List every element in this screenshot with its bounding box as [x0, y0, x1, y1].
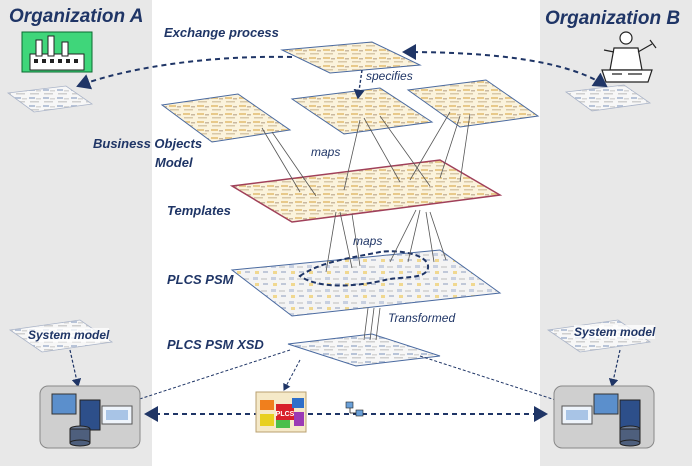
business-object-plane-left: [160, 93, 292, 143]
transform-lines: [363, 307, 381, 341]
plcs-tool-icon: PLCS: [255, 391, 307, 433]
plcs-badge-text: PLCS: [276, 411, 295, 418]
maps-lines-upper: [261, 111, 471, 197]
database-icon: [69, 425, 91, 447]
system-model-arrow-a: [69, 349, 82, 388]
maps-lines-lower: [325, 209, 447, 273]
system-model-label-b: System model: [574, 325, 656, 339]
organization-b-document: [564, 84, 652, 112]
system-model-arrow-b: [608, 349, 621, 388]
specifies-label: specifies: [366, 69, 413, 83]
organization-a-document: [6, 85, 94, 113]
transformed-label: Transformed: [388, 311, 456, 325]
templates-plane: [229, 159, 503, 223]
organization-a-label: Organization A: [9, 6, 144, 27]
plcs-psm-plane: [230, 249, 502, 317]
organization-b-label: Organization B: [545, 8, 681, 29]
plcs-psm-label: PLCS PSM: [167, 272, 234, 287]
exchange-arrow-right: [402, 44, 608, 88]
plcs-psm-xsd-label: PLCS PSM XSD: [167, 337, 264, 352]
system-model-label-a: System model: [28, 328, 110, 342]
xsd-to-a-arrow: [111, 349, 291, 410]
business-objects-label-line1: Business Objects: [93, 136, 203, 151]
factory-icon: [21, 31, 93, 73]
xsd-to-b-arrow: [419, 355, 575, 408]
worker-icon: [601, 31, 657, 83]
network-icon: [345, 401, 364, 417]
exchange-process-label: Exchange process: [164, 25, 279, 40]
business-objects-label-line2: Model: [155, 155, 193, 170]
computer-icon: [39, 385, 141, 449]
maps-label-lower: maps: [353, 234, 383, 248]
maps-label-upper: maps: [311, 145, 341, 159]
xsd-to-plcs-arrow: [283, 359, 301, 391]
plcs-psm-xsd-plane: [287, 333, 441, 367]
business-object-plane-middle: [290, 87, 434, 135]
exchange-arrow-left: [76, 55, 293, 90]
plcs-psm-mapped-region: [298, 250, 429, 287]
database-icon-b: [619, 425, 641, 447]
templates-label: Templates: [167, 203, 231, 218]
